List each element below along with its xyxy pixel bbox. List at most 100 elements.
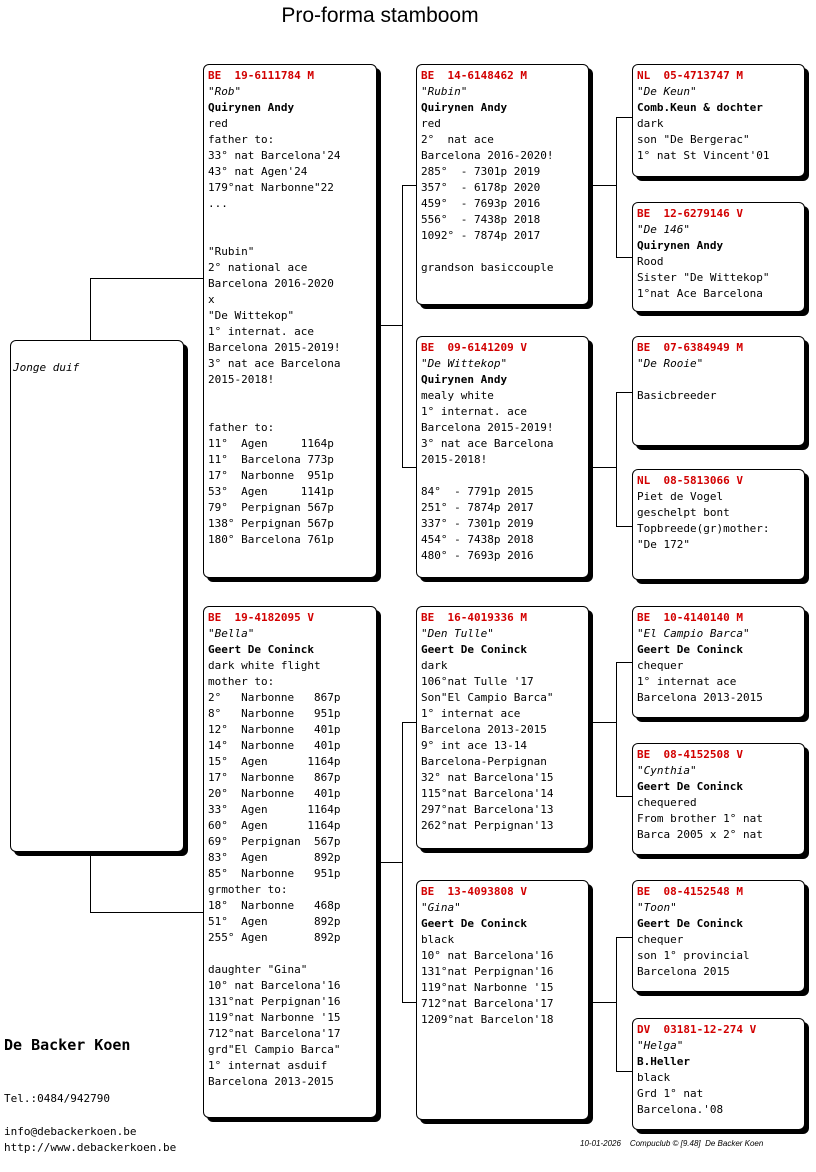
info-line [637,372,800,388]
info-line: 2° national ace [208,261,308,274]
info-line: 1° internat. ace [208,325,314,338]
pigeon-name: "Toon" [637,901,677,914]
connector [380,325,402,326]
owner-name: Geert De Coninck [208,643,314,656]
ring-number: BE 07-6384949 M [637,341,743,354]
info-line [208,404,372,420]
page-title: Pro-forma stamboom [281,4,479,27]
info-line: red [208,117,228,130]
connector [616,117,632,118]
connector [592,722,616,723]
pigeon-name: "De Wittekop" [421,357,508,370]
ring-number: BE 12-6279146 V [637,207,743,220]
info-line: x [208,293,215,306]
info-line: 454° - 7438p 2018 [421,533,534,546]
dsd-card[interactable]: BE 08-4152508 V"Cynthia"Geert De Coninck… [632,743,805,855]
connector [90,912,204,913]
info-line: Piet de Vogel [637,490,724,503]
info-line [421,244,584,260]
connector [402,1002,416,1003]
info-line: Barcelona-Perpignan [421,755,547,768]
ring-number: NL 08-5813066 V [637,474,743,487]
info-line: chequer [637,659,684,672]
ring-number: BE 14-6148462 M [421,69,527,82]
info-line: chequer [637,933,684,946]
connector [90,852,91,912]
info-line: grandson basiccouple [421,261,554,274]
info-line: 83° Agen 892p [208,851,341,864]
sss-card[interactable]: NL 05-4713747 M"De Keun"Comb.Keun & doch… [632,64,805,177]
info-line: 9° int ace 13-14 [421,739,527,752]
info-line: 357° - 6178p 2020 [421,181,541,194]
breeder-name: De Backer Koen [4,1036,131,1054]
breeder-email[interactable]: info@debackerkoen.be [4,1125,137,1138]
info-line: Barcelona.'08 [637,1103,724,1116]
info-line: Barcelona 2015-2019! [208,341,341,354]
connector [402,467,416,468]
info-line: 138° Perpignan 567p [208,517,334,530]
connector [616,662,617,796]
pigeon-name: "El Campio Barca" [637,627,750,640]
connector [592,1002,616,1003]
connector [616,1071,632,1072]
connector [616,526,632,527]
info-line: father to: [208,421,275,434]
sire-dam-card[interactable]: BE 09-6141209 V"De Wittekop"Quirynen And… [416,336,589,578]
info-line: Barcelona 2013-2015 [421,723,547,736]
pigeon-name: "De Rooie" [637,357,704,370]
ring-number: DV 03181-12-274 V [637,1023,757,1036]
info-line: 255° Agen 892p [208,931,341,944]
info-line: 459° - 7693p 2016 [421,197,541,210]
connector [90,278,204,279]
breeder-website[interactable]: http://www.debackerkoen.be [4,1141,177,1154]
info-line: 10° nat Barcelona'16 [421,949,554,962]
info-line: 18° Narbonne 468p [208,899,341,912]
info-line: daughter "Gina" [208,963,308,976]
info-line: 131°nat Perpignan'16 [208,995,341,1008]
info-line: Topbreede(gr)mother: [637,522,770,535]
info-line: Sister "De Wittekop" [637,271,770,284]
info-line: grd"El Campio Barca" [208,1043,341,1056]
owner-name: Geert De Coninck [421,643,527,656]
info-line: 2° Narbonne 867p [208,691,341,704]
subject-card[interactable]: Jonge duif [10,340,184,852]
info-line: 1°nat Ace Barcelona [637,287,763,300]
info-line: mother to: [208,675,275,688]
dss-card[interactable]: BE 10-4140140 M"El Campio Barca"Geert De… [632,606,805,718]
info-line: 131°nat Perpignan'16 [421,965,554,978]
owner-name: Quirynen Andy [208,101,295,114]
info-line: 251° - 7874p 2017 [421,501,534,514]
info-line: 1092° - 7874p 2017 [421,229,541,242]
footer: 10-01-2026 Compuclub © [9.48] De Backer … [580,1139,764,1148]
info-line: dark white flight [208,659,321,672]
info-line: 69° Perpignan 567p [208,835,341,848]
info-line [421,468,584,484]
pigeon-name: "Den Tulle" [421,627,494,640]
info-line: 480° - 7693p 2016 [421,549,534,562]
sds-card[interactable]: BE 07-6384949 M"De Rooie"Basicbreeder [632,336,805,446]
ring-number: BE 08-4152508 V [637,748,743,761]
ring-number: BE 09-6141209 V [421,341,527,354]
ring-number: BE 19-4182095 V [208,611,314,624]
info-line: 285° - 7301p 2019 [421,165,541,178]
info-line: 60° Agen 1164p [208,819,341,832]
info-line: Son"El Campio Barca" [421,691,554,704]
dam-sire-card[interactable]: BE 16-4019336 M"Den Tulle"Geert De Conin… [416,606,589,849]
pigeon-name: "Rob" [208,85,242,98]
connector [402,185,416,186]
info-line: 8° Narbonne 951p [208,707,341,720]
info-line: dark [637,117,664,130]
info-line: "De 172" [637,538,690,551]
ring-number: BE 10-4140140 M [637,611,743,624]
info-line: Barcelona 2015 [637,965,730,978]
info-line: 33° nat Barcelona'24 [208,149,341,162]
info-line: 1° nat St Vincent'01 [637,149,770,162]
